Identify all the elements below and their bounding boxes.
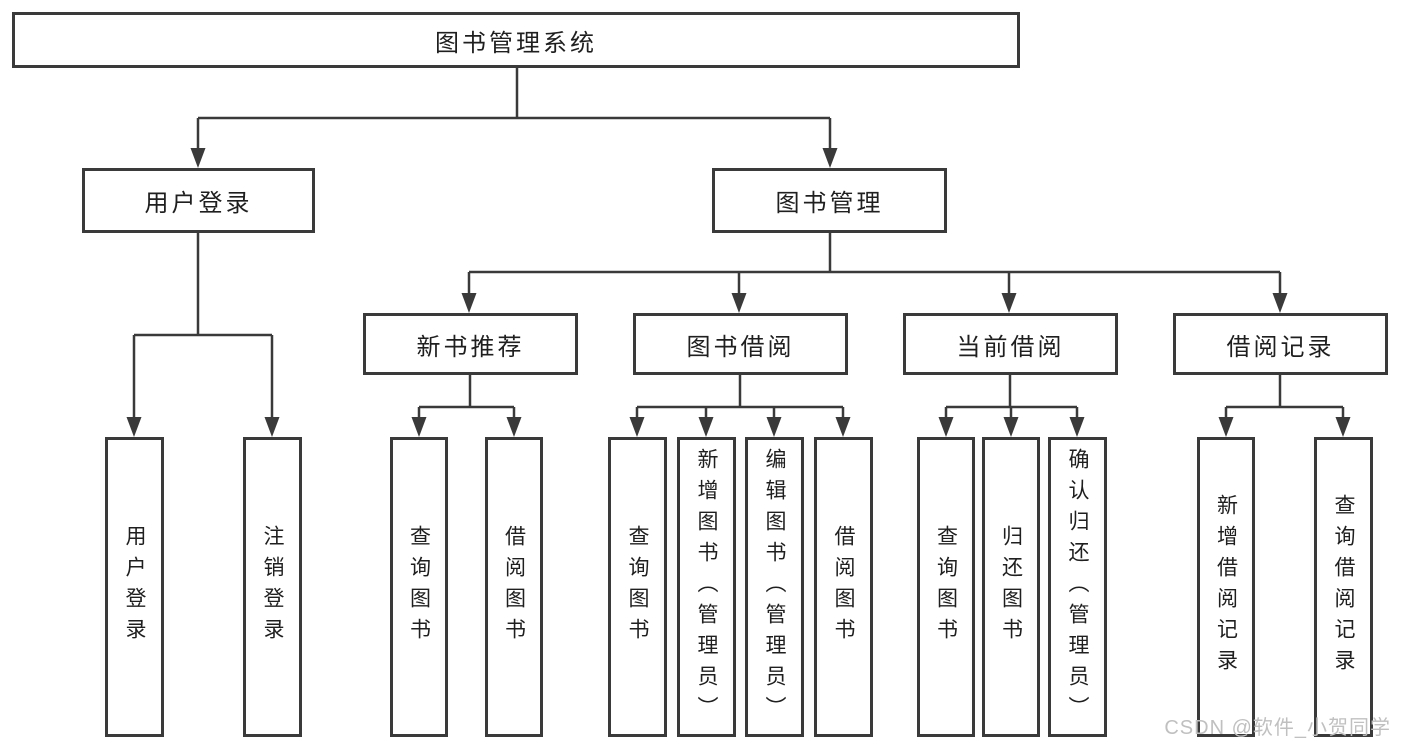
leaf-recommend-borrow-books: 借阅图书 xyxy=(485,437,543,737)
arrowhead-icon xyxy=(1272,293,1288,313)
leaf-label: 新增借阅记录 xyxy=(1214,494,1238,680)
arrowhead-icon xyxy=(264,417,280,437)
arrowhead-icon xyxy=(1218,417,1234,437)
arrowhead-icon xyxy=(822,148,838,168)
arrowhead-icon xyxy=(1001,293,1017,313)
leaf-label: 归还图书 xyxy=(999,525,1023,649)
leaf-label: 查询图书 xyxy=(934,525,958,649)
arrowhead-icon xyxy=(731,293,747,313)
arrowhead-icon xyxy=(1003,417,1019,437)
node-user-login: 用户登录 xyxy=(82,168,315,233)
leaf-label: 查询图书 xyxy=(407,525,431,649)
leaf-add-borrow-record: 新增借阅记录 xyxy=(1197,437,1255,737)
node-borrow-records: 借阅记录 xyxy=(1173,313,1388,375)
leaf-label: 新增图书（管理员） xyxy=(695,447,718,727)
node-new-book-recommend: 新书推荐 xyxy=(363,313,578,375)
leaf-borrow-books: 借阅图书 xyxy=(814,437,873,737)
connector-path xyxy=(132,68,1345,421)
arrowhead-icon xyxy=(411,417,427,437)
arrowhead-icon xyxy=(629,417,645,437)
leaf-current-query-books: 查询图书 xyxy=(917,437,975,737)
leaf-label: 查询借阅记录 xyxy=(1332,494,1355,680)
leaf-label: 用户登录 xyxy=(123,525,146,649)
arrowhead-icon xyxy=(698,417,714,437)
node-book-management: 图书管理 xyxy=(712,168,947,233)
leaf-label: 注销登录 xyxy=(261,525,284,649)
arrowhead-icon xyxy=(506,417,522,437)
leaf-query-borrow-record: 查询借阅记录 xyxy=(1314,437,1373,737)
leaf-add-books-admin: 新增图书（管理员） xyxy=(677,437,736,737)
arrowhead-icon xyxy=(766,417,782,437)
leaf-confirm-return-admin: 确认归还（管理员） xyxy=(1048,437,1107,737)
leaf-label: 查询图书 xyxy=(626,525,649,649)
node-current-borrow: 当前借阅 xyxy=(903,313,1118,375)
leaf-label: 借阅图书 xyxy=(832,525,855,649)
leaf-user-login: 用户登录 xyxy=(105,437,164,737)
arrowhead-icon xyxy=(835,417,851,437)
arrowhead-icon xyxy=(938,417,954,437)
leaf-borrow-query-books: 查询图书 xyxy=(608,437,667,737)
arrowhead-icon xyxy=(461,293,477,313)
leaf-recommend-query-books: 查询图书 xyxy=(390,437,448,737)
watermark: CSDN @软件_小贺同学 xyxy=(1164,717,1391,739)
arrowhead-icon xyxy=(1335,417,1351,437)
leaf-edit-books-admin: 编辑图书（管理员） xyxy=(745,437,804,737)
leaf-label: 借阅图书 xyxy=(502,525,526,649)
arrowhead-icon xyxy=(1069,417,1085,437)
node-book-borrow: 图书借阅 xyxy=(633,313,848,375)
node-root-system: 图书管理系统 xyxy=(12,12,1020,68)
leaf-label: 确认归还（管理员） xyxy=(1066,447,1089,727)
leaf-label: 编辑图书（管理员） xyxy=(763,447,786,727)
arrowheads xyxy=(126,148,1351,437)
arrowhead-icon xyxy=(126,417,142,437)
leaf-logout: 注销登录 xyxy=(243,437,302,737)
leaf-return-books: 归还图书 xyxy=(982,437,1040,737)
arrowhead-icon xyxy=(190,148,206,168)
